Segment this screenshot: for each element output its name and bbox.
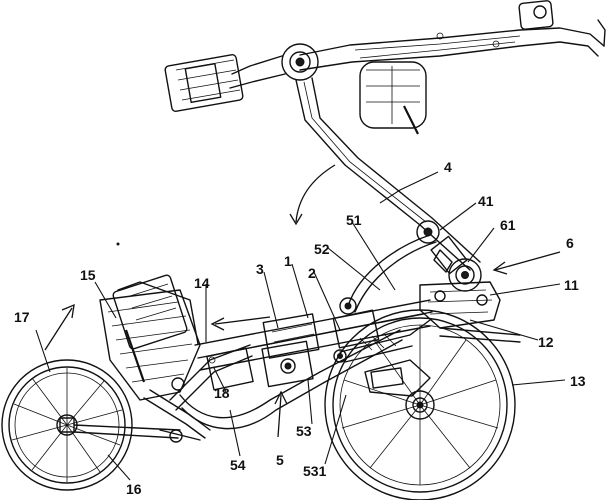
folding-knuckle [164,43,319,112]
callout-16: 16 [126,481,142,497]
coupling-assembly [416,220,482,292]
reference-numerals: 4 41 61 6 51 52 11 12 13 1 3 2 14 15 17 … [14,159,586,497]
callout-6: 6 [566,235,574,251]
rear-wheel [324,309,516,500]
callout-13: 13 [570,373,586,389]
callout-14: 14 [194,275,210,291]
callout-1: 1 [284,253,292,269]
callout-61: 61 [500,217,516,233]
callout-4: 4 [444,159,452,175]
callout-5: 5 [276,452,284,468]
front-wheel [1,359,181,491]
callout-3: 3 [256,261,264,277]
callout-51: 51 [346,212,362,228]
leader-lines [35,171,566,481]
motion-arrows [44,164,561,438]
main-column [295,77,481,271]
rear-bracket [419,281,521,343]
callout-18: 18 [214,385,230,401]
handlebar [299,0,606,135]
callout-54: 54 [230,457,246,473]
callout-52: 52 [314,241,330,257]
callout-17: 17 [14,309,30,325]
callout-531: 531 [303,463,327,479]
callout-12: 12 [538,334,554,350]
callout-15: 15 [80,267,96,283]
callout-41: 41 [478,193,494,209]
callout-2: 2 [308,265,316,281]
callout-53: 53 [296,423,312,439]
callout-11: 11 [564,277,579,293]
front-fork [99,274,211,443]
